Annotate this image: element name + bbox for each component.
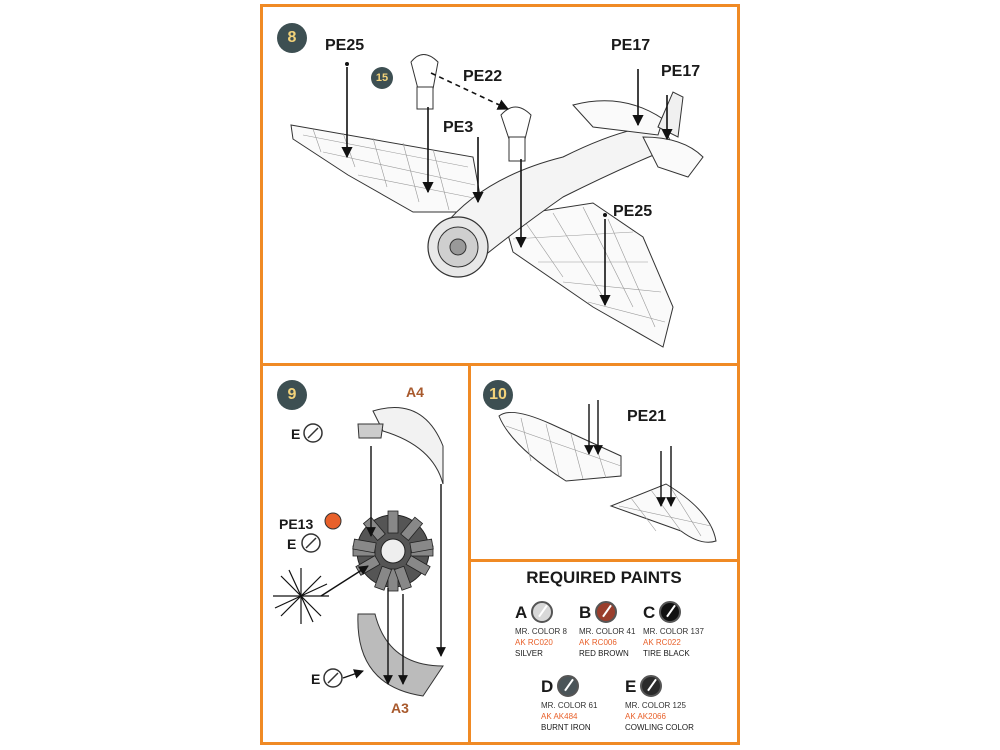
paint-ak-code: AK AK484	[541, 712, 578, 721]
label-pe17-b: PE17	[661, 63, 701, 80]
label-pe22: PE22	[463, 68, 503, 85]
paint-name: BURNT IRON	[541, 723, 591, 732]
paint-letter: C	[643, 602, 656, 622]
paint-swatch-icon	[640, 675, 663, 697]
paint-name: RED BROWN	[579, 649, 629, 658]
paint-item-c: C MR. COLOR 137 AK RC022 TIRE BLACK	[643, 598, 733, 659]
paint-name: COWLING COLOR	[625, 723, 694, 732]
label-e-bottom: E	[311, 671, 321, 687]
step-8-panel: 8 15 PE25 PE22 PE3 PE17 PE17 PE25	[260, 4, 740, 366]
step-number-badge: 9	[277, 380, 307, 410]
paint-swatch-icon	[531, 601, 554, 623]
paint-name: SILVER	[515, 649, 543, 658]
label-pe25-top: PE25	[325, 37, 365, 54]
paint-swatch-icon	[595, 601, 618, 623]
wing-panels-drawing	[498, 400, 717, 543]
paint-mr-code: MR. COLOR 125	[625, 701, 686, 710]
engine-assembly-drawing	[273, 407, 446, 697]
paint-ak-code: AK RC006	[579, 638, 617, 647]
label-pe21: PE21	[627, 408, 667, 425]
label-pe3: PE3	[443, 119, 474, 136]
paint-swatch-icon	[659, 601, 682, 623]
paints-title: REQUIRED PAINTS	[526, 568, 682, 587]
step-10-panel: 10 PE21	[468, 363, 740, 562]
paint-letter: E	[625, 676, 637, 696]
label-e-mid: E	[287, 536, 297, 552]
reference-step-badge: 15	[371, 67, 393, 89]
paint-item-e: E MR. COLOR 125 AK AK2066 COWLING COLOR	[625, 672, 715, 733]
paint-ak-code: AK AK2066	[625, 712, 666, 721]
paint-ak-code: AK RC020	[515, 638, 553, 647]
paint-swatch-icon	[557, 675, 580, 697]
aircraft-drawing	[290, 54, 704, 348]
paint-name: TIRE BLACK	[643, 649, 690, 658]
step-number-badge: 8	[277, 23, 307, 53]
paint-mr-code: MR. COLOR 61	[541, 701, 598, 710]
step-number-badge: 10	[483, 380, 513, 410]
paint-item-a: A MR. COLOR 8 AK RC020 SILVER	[515, 598, 605, 659]
step-9-panel: 9 A4 A3 E PE13 E E	[260, 363, 471, 745]
paint-item-d: D MR. COLOR 61 AK AK484 BURNT IRON	[541, 672, 631, 733]
label-pe13: PE13	[279, 516, 314, 532]
paint-letter: A	[515, 602, 528, 622]
label-pe25-right: PE25	[613, 203, 653, 220]
label-pe17-a: PE17	[611, 37, 651, 54]
required-paints-panel: REQUIRED PAINTS A MR. COLOR 8 AK RC020 S…	[468, 559, 740, 745]
paint-mr-code: MR. COLOR 137	[643, 627, 704, 636]
paint-letter: D	[541, 676, 554, 696]
paint-ak-code: AK RC022	[643, 638, 681, 647]
label-e-top: E	[291, 426, 301, 442]
label-a4: A4	[406, 384, 424, 400]
paint-mr-code: MR. COLOR 8	[515, 627, 568, 636]
paint-mr-code: MR. COLOR 41	[579, 627, 636, 636]
paint-letter: B	[579, 602, 592, 622]
paint-item-b: B MR. COLOR 41 AK RC006 RED BROWN	[579, 598, 669, 659]
label-a3: A3	[391, 700, 409, 716]
